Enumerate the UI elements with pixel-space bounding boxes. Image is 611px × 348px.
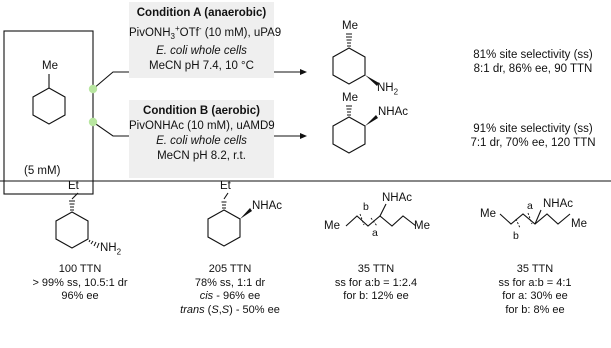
- substrate-box: [3, 30, 94, 195]
- p1-nh2-hash: [88, 239, 100, 249]
- condition-b-reagents: PivONHAc (10 mM), uAMD9: [129, 120, 275, 132]
- p4-me-right: Me: [571, 218, 587, 230]
- p3-ss: ss for a:b = 1:2.4: [334, 276, 418, 289]
- product-a-ring: [332, 47, 366, 85]
- p2-caption: 205 TTN 78% ss, 1:1 dr cis - 96% ee tran…: [160, 263, 300, 317]
- p4-me-left: Me: [480, 208, 496, 220]
- p4-cut-a: [527, 212, 533, 225]
- p4-caption: 35 TTN ss for a:b = 4:1 for a: 30% ee fo…: [470, 263, 600, 317]
- arrow-a-head: [300, 69, 307, 75]
- p3-cut-a: [370, 217, 378, 227]
- p2-ss: 78% ss, 1:1 dr: [194, 276, 266, 289]
- product-b-nhac-label: NHAc: [378, 106, 409, 118]
- p3-ttn: 35 TTN: [357, 263, 395, 275]
- p2-nhac-label: NHAc: [252, 200, 283, 212]
- condition-b-panel: [129, 100, 274, 178]
- p3-chain: [345, 215, 417, 227]
- connector-b: [92, 121, 129, 137]
- condition-a-reagents: PivONH3+OTf- (10 mM), uPA9: [129, 24, 282, 42]
- p4-b-label: b: [513, 230, 519, 242]
- p2-cis: cis - 96% ee: [199, 290, 261, 302]
- substrate-me-label: Me: [42, 60, 58, 72]
- p2-et-hash: [221, 201, 227, 209]
- condition-b-result: 91% site selectivity (ss) 7:1 dr, 70% ee…: [458, 122, 608, 150]
- p2-ttn: 205 TTN: [208, 263, 252, 275]
- p2-nhac-wedge: [240, 208, 252, 219]
- p3-caption: 35 TTN ss for a:b = 1:2.4 for b: 12% ee: [316, 263, 436, 304]
- p3-me-left: Me: [324, 220, 340, 232]
- p4-cut-b: [515, 218, 521, 229]
- p4-ee-a: for a: 30% ee: [502, 290, 568, 302]
- p1-ee: 96% ee: [61, 290, 99, 302]
- condition-b-text: Condition B (aerobic) PivONHAc (10 mM), …: [129, 104, 275, 164]
- p2-et-bond: [223, 192, 229, 200]
- condition-a-solvent: MeCN pH 7.4, 10 °C: [149, 60, 254, 73]
- condition-a-text: Condition A (anaerobic) PivONH3+OTf- (10…: [129, 6, 282, 74]
- p4-ee-b: for b: 8% ee: [505, 303, 565, 316]
- condition-b-metrics: 7:1 dr, 70% ee, 120 TTN: [470, 137, 596, 149]
- substrate-ring: [32, 87, 66, 125]
- p2-et-label: Et: [220, 180, 231, 192]
- p4-a-label: a: [527, 200, 533, 212]
- p4-chain: [499, 213, 571, 225]
- p2-trans: trans (S,S) - 50% ee: [180, 303, 280, 316]
- p1-et-label: Et: [68, 180, 79, 192]
- p4-nhac-bond: [534, 209, 542, 225]
- p4-nhac-label: NHAc: [543, 198, 574, 210]
- p3-cut-b: [359, 213, 365, 226]
- p1-ring: [55, 211, 89, 249]
- p4-ttn: 35 TTN: [516, 263, 554, 275]
- substrate-concentration: (5 mM): [24, 165, 61, 177]
- p1-nh2-label: NH2: [100, 242, 122, 257]
- p3-me-right: Me: [414, 220, 430, 232]
- product-b-nhac-wedge: [365, 115, 378, 126]
- condition-b-solvent: MeCN pH 8.2, r.t.: [157, 150, 246, 162]
- product-a-nh2-label: NH2: [377, 82, 399, 97]
- arrow-b-head: [300, 133, 307, 139]
- p3-b-label: b: [363, 201, 369, 213]
- p3-ee: for b: 12% ee: [343, 290, 409, 302]
- p1-ss: > 99% ss, 10.5:1 dr: [32, 276, 128, 289]
- branch-node-a: [88, 84, 98, 94]
- p1-caption: 100 TTN > 99% ss, 10.5:1 dr 96% ee: [10, 263, 150, 304]
- condition-a-panel: [129, 2, 274, 78]
- p1-et-bond: [71, 192, 79, 200]
- p2-ring: [207, 209, 241, 247]
- product-a-nh2-wedge: [365, 75, 379, 86]
- condition-b-cells: E. coli whole cells: [156, 135, 247, 147]
- condition-b-title: Condition B (aerobic): [143, 105, 260, 117]
- p3-nhac-bond: [379, 203, 387, 217]
- p1-et-hash: [69, 200, 75, 211]
- p4-ss: ss for a:b = 4:1: [498, 276, 572, 289]
- product-a-me-label: Me: [342, 20, 358, 32]
- p3-nhac-label: NHAc: [382, 192, 413, 204]
- branch-node-b: [88, 117, 98, 127]
- connector-a: [92, 71, 129, 90]
- condition-a-title: Condition A (anaerobic): [136, 7, 267, 19]
- condition-a-ss: 81% site selectivity (ss): [473, 49, 593, 61]
- product-b-me-label: Me: [342, 92, 358, 104]
- product-b-ring: [332, 116, 366, 154]
- condition-a-metrics: 8:1 dr, 86% ee, 90 TTN: [473, 63, 593, 75]
- condition-a-cells: E. coli whole cells: [156, 45, 247, 58]
- product-b-me-hash: [346, 105, 352, 116]
- p1-ttn: 100 TTN: [58, 263, 102, 275]
- p3-a-label: a: [372, 227, 378, 239]
- condition-a-result: 81% site selectivity (ss) 8:1 dr, 86% ee…: [458, 48, 608, 76]
- product-a-me-hash: [346, 33, 352, 47]
- condition-b-ss: 91% site selectivity (ss): [473, 123, 593, 135]
